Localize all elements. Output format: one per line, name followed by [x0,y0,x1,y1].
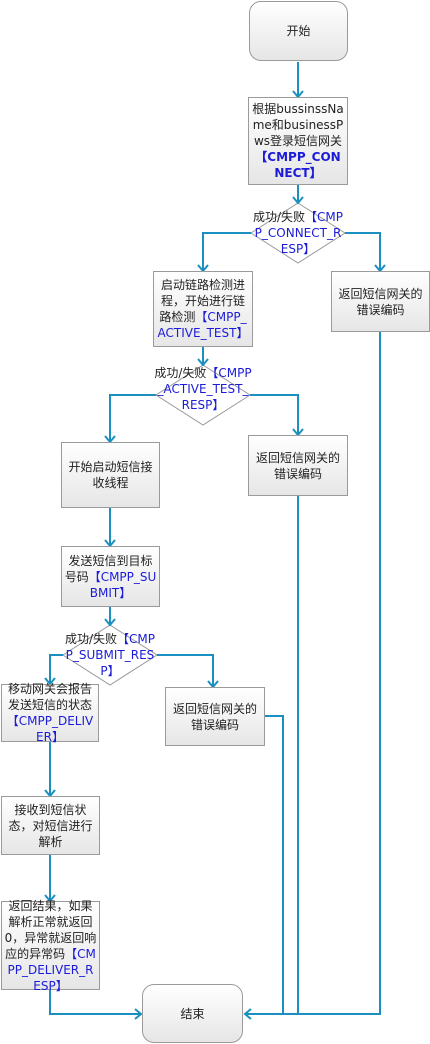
edge-decision3-error3 [157,654,214,686]
recv-thread-node: 开始启动短信接收线程 [61,442,160,508]
deliver-node: 移动网关会报告发送短信的状态【CMPP_DELIVER】 [1,682,99,744]
edge-error3-end [245,715,284,1015]
error1-label: 返回短信网关的错误编码 [338,286,423,317]
deliver-resp-text: 返回结果，如果解析正常就返回0，异常就返回响应的异常码 [4,898,97,961]
error2-label: 返回短信网关的错误编码 [255,450,340,481]
error3-label: 返回短信网关的错误编码 [172,701,257,732]
login-text: 根据bussinssName和businessPws登录短信网关 [252,102,344,148]
error3-node: 返回短信网关的错误编码 [165,687,265,746]
edge-result-end [49,990,140,1015]
active-test-code: 【CMPP_ACTIVE_TEST】 [157,310,249,340]
login-node: 根据bussinssName和businessPws登录短信网关【CMPP_CO… [248,97,348,185]
arrow-decision2 [197,358,209,367]
error2-node: 返回短信网关的错误编码 [248,435,348,496]
login-code: 【CMPP_CONNECT】 [255,150,341,180]
parse-label: 接收到短信状态，对短信进行解析 [8,802,93,849]
decision2-label: 成功/失败【CMPP_ACTIVE_TEST_RESP】 [154,352,252,426]
decision3-code: 【CMPP_SUBMIT_RESP】 [65,632,156,678]
decision-diamond-1 [250,202,346,264]
deliver-code: 【CMPP_DELIVER】 [6,714,94,744]
decision3-text: 成功/失败 [64,632,118,646]
recv-thread-label: 开始启动短信接收线程 [68,460,153,490]
end-node: 结束 [142,984,243,1043]
submit-text: 发送短信到目标号码 [64,553,153,584]
edge-error1-end [245,332,381,1015]
decision1-text: 成功/失败 [252,210,306,224]
edge-decision1-active [202,232,251,270]
deliver-resp-node: 返回结果，如果解析正常就返回0，异常就返回响应的异常码【CMPP_DELIVER… [1,898,100,993]
arrow-end-right [243,1008,252,1020]
active-test-text: 启动链路检测进程，开始进行链路检测 [159,278,245,324]
edge-error2-end [245,496,299,1015]
decision1-label: 成功/失败【CMPP_CONNECT_RESP】 [252,204,344,262]
submit-code: 【CMPP_SUBMIT】 [88,569,157,600]
edge-decision3-deliver [49,654,63,683]
decision1-code: 【CMPP_CONNECT_RESP】 [254,210,344,256]
parse-node: 接收到短信状态，对短信进行解析 [1,796,100,855]
submit-node: 发送短信到目标号码【CMPP_SUBMIT】 [61,546,160,607]
decision2-code: 【CMPP_ACTIVE_TEST_RESP】 [157,366,252,412]
edge-decision1-error1 [345,232,381,270]
decision-diamond-3 [62,624,158,686]
decision2-text: 成功/失败 [154,366,207,380]
error1-node: 返回短信网关的错误编码 [331,271,430,332]
deliver-resp-code: 【CMPP_DELIVER_RESP】 [7,946,96,993]
start-label: 开始 [286,24,311,38]
arrow-end-left [134,1008,143,1020]
arrow-decision1 [292,196,304,205]
decision-diamond-2 [155,364,251,426]
active-test-node: 启动链路检测进程，开始进行链路检测【CMPP_ACTIVE_TEST】 [153,271,253,347]
start-node: 开始 [249,1,348,61]
arrow-decision3 [104,618,116,627]
edge-decision2-recv [109,394,156,441]
edge-decision2-error2 [250,394,299,434]
decision3-label: 成功/失败【CMPP_SUBMIT_RESP】 [64,626,156,684]
end-label: 结束 [180,1006,205,1021]
deliver-text: 移动网关会报告发送短信的状态 [7,682,92,712]
